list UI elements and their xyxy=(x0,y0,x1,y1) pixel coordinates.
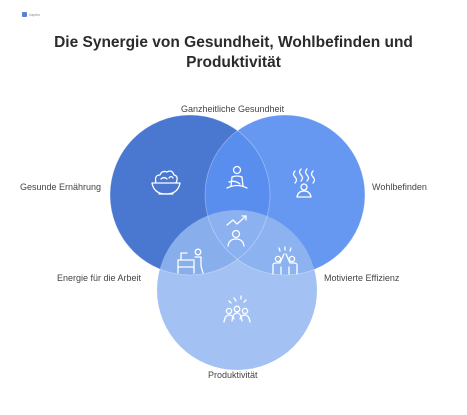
diagram-title-line-2: Produktivität xyxy=(186,54,281,71)
label-gesunde-ernaehrung: Gesunde Ernährung xyxy=(20,182,102,192)
desk-worker-icon xyxy=(177,248,204,274)
yoga-person-icon xyxy=(226,165,248,189)
diagram-title-line-1: Die Synergie von Gesundheit, Wohlbefinde… xyxy=(54,34,413,51)
brand-logo-text: napkin xyxy=(29,12,41,17)
label-motivierte-effizienz: Motivierte Effizienz xyxy=(324,273,400,283)
brand-logo: napkin xyxy=(22,12,40,17)
meditation-calm-icon xyxy=(292,168,316,198)
circle-produktivitaet xyxy=(157,210,317,370)
circle-outline-right xyxy=(204,114,366,276)
label-energie-fuer-die-arbeit: Energie für die Arbeit xyxy=(57,273,142,283)
label-wohlbefinden: Wohlbefinden xyxy=(372,182,427,192)
label-produktivitaet: Produktivität xyxy=(208,370,258,380)
team-celebration-icon xyxy=(223,295,251,323)
brand-logo-mark xyxy=(22,12,27,17)
salad-bowl-icon xyxy=(151,170,181,195)
growth-person-icon xyxy=(226,215,247,247)
circle-outline-left xyxy=(109,114,271,276)
label-ganzheitliche-gesundheit: Ganzheitliche Gesundheit xyxy=(181,104,285,114)
diagram-title: Die Synergie von Gesundheit, Wohlbefinde… xyxy=(0,33,467,73)
high-five-icon xyxy=(272,246,298,275)
